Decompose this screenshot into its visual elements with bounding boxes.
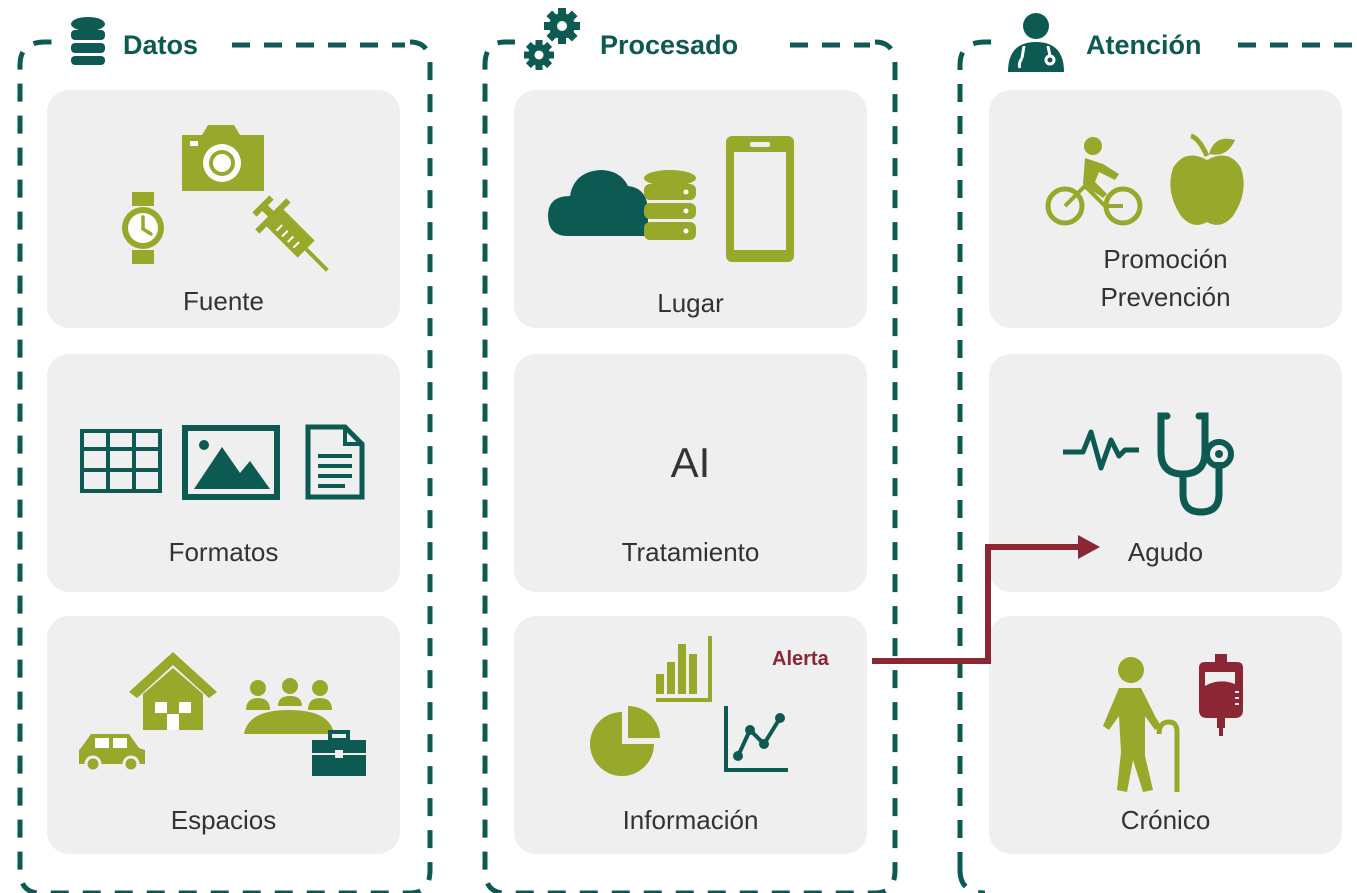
card-informacion: Información bbox=[514, 616, 867, 854]
elderly-person-icon bbox=[1103, 657, 1180, 792]
card-label-prevencion: Prevención bbox=[1100, 282, 1231, 312]
server-icon bbox=[644, 170, 696, 240]
card-lugar: Lugar bbox=[514, 90, 867, 328]
group-meeting-icon bbox=[244, 678, 334, 734]
card-label-espacios: Espacios bbox=[170, 805, 277, 835]
iv-bag-icon bbox=[1199, 654, 1243, 736]
briefcase-icon bbox=[312, 730, 366, 776]
cyclist-icon bbox=[1045, 137, 1143, 226]
cloud-icon bbox=[548, 170, 648, 236]
card-label-promocion: Promoción bbox=[1103, 244, 1228, 274]
card-espacios: Espacios bbox=[47, 616, 400, 854]
card-promocion-prevencion: Promoción Prevención bbox=[989, 90, 1342, 328]
frame-procesado bbox=[482, 39, 898, 893]
watch-icon bbox=[122, 192, 164, 264]
card-tratamiento: AI Tratamiento bbox=[514, 354, 867, 592]
house-icon bbox=[129, 652, 217, 730]
stethoscope-icon bbox=[1157, 412, 1234, 516]
card-label-formatos: Formatos bbox=[168, 537, 279, 567]
camera-icon bbox=[182, 125, 264, 191]
line-chart-icon bbox=[724, 706, 788, 772]
apple-icon bbox=[1170, 133, 1244, 225]
ai-text: AI bbox=[670, 439, 711, 486]
card-agudo: Agudo bbox=[989, 354, 1342, 592]
doctor-icon bbox=[1008, 13, 1064, 72]
column-title-datos: Datos bbox=[117, 28, 205, 62]
heartbeat-icon bbox=[1063, 429, 1139, 471]
car-icon bbox=[79, 734, 145, 773]
card-formatos: Formatos bbox=[47, 354, 400, 592]
card-cronico: Crónico bbox=[989, 616, 1342, 854]
database-icon bbox=[71, 17, 105, 65]
pie-chart-icon bbox=[590, 706, 660, 776]
syringe-icon bbox=[252, 195, 329, 272]
card-label-fuente: Fuente bbox=[183, 286, 264, 316]
card-label-tratamiento: Tratamiento bbox=[621, 537, 760, 567]
card-label-informacion: Información bbox=[622, 805, 759, 835]
card-label-cronico: Crónico bbox=[1120, 805, 1211, 835]
column-title-procesado: Procesado bbox=[594, 28, 745, 62]
column-title-atencion: Atención bbox=[1080, 28, 1208, 62]
image-icon bbox=[182, 425, 280, 500]
alert-label: Alerta bbox=[772, 648, 829, 670]
gears-icon bbox=[524, 8, 580, 70]
card-label-lugar: Lugar bbox=[657, 288, 724, 318]
smartphone-icon bbox=[726, 136, 794, 262]
document-icon bbox=[305, 424, 365, 500]
card-label-agudo: Agudo bbox=[1127, 537, 1204, 567]
table-icon bbox=[80, 429, 162, 493]
bar-chart-icon bbox=[656, 636, 712, 702]
card-fuente: Fuente bbox=[47, 90, 400, 328]
frame-datos bbox=[17, 39, 433, 893]
